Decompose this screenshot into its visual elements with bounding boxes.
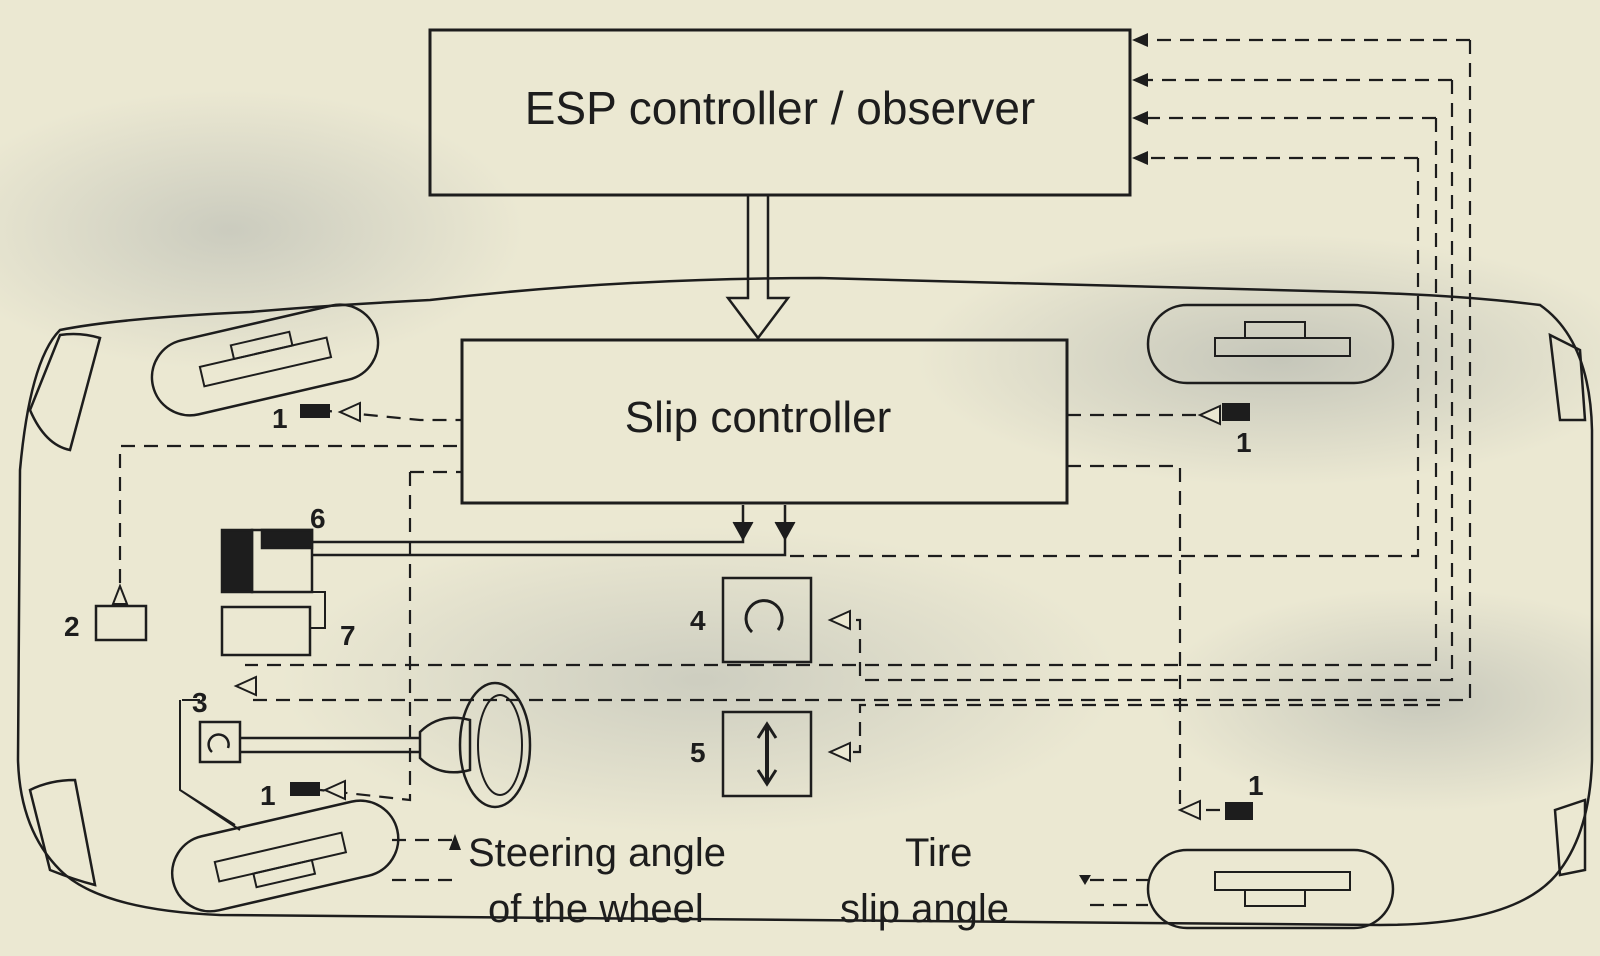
label-2: 2 bbox=[64, 611, 80, 642]
lateral-signal bbox=[830, 703, 1440, 754]
label-1-rear-right: 1 bbox=[1248, 770, 1264, 801]
wheel-front-right bbox=[1146, 303, 1395, 385]
steering-wheel bbox=[458, 681, 532, 809]
sensor-rear-left bbox=[290, 782, 320, 796]
control-line-hydraulic bbox=[312, 505, 745, 544]
car-front-bumper-right bbox=[28, 778, 97, 887]
label-1-rear-left: 1 bbox=[260, 780, 276, 811]
pressure-sensor-line bbox=[118, 444, 462, 606]
steering-angle-label-1: Steering angle bbox=[468, 831, 726, 875]
car-front-bumper-left bbox=[28, 332, 102, 452]
feedback-line-2 bbox=[830, 80, 1454, 682]
label-4: 4 bbox=[690, 605, 706, 636]
steering-sensor-box bbox=[198, 720, 242, 764]
vertical-bus-left bbox=[319, 470, 462, 802]
feedback-line-3 bbox=[245, 118, 1438, 667]
control-line-ecu bbox=[312, 505, 787, 557]
steering-hub bbox=[418, 716, 472, 774]
rear-right-sensor-line bbox=[1067, 464, 1225, 812]
sensor-rear-right bbox=[1225, 802, 1253, 820]
steering-sensor-icon bbox=[207, 733, 230, 753]
esp-to-slip-arrow bbox=[725, 195, 791, 341]
label-3: 3 bbox=[192, 687, 208, 718]
steering-angle-line bbox=[392, 838, 455, 882]
wheel-front-left bbox=[150, 303, 380, 417]
engine-ecu-box bbox=[220, 605, 312, 657]
esp-controller-title: ESP controller / observer bbox=[525, 82, 1036, 134]
sensor-front-right bbox=[1222, 403, 1250, 421]
feedback-line-1 bbox=[250, 40, 1472, 702]
yaw-sensor-box bbox=[721, 576, 813, 664]
tire-slip-label-1: Tire bbox=[905, 831, 972, 875]
sensor-front-left bbox=[300, 404, 330, 418]
slip-controller-title: Slip controller bbox=[625, 393, 892, 442]
esp-controller-box bbox=[428, 28, 1132, 197]
wheel-rear-left bbox=[170, 799, 400, 913]
ecu-link bbox=[310, 591, 326, 629]
car-body-outline bbox=[16, 276, 1594, 927]
label-6: 6 bbox=[310, 503, 326, 534]
feedback-line-4 bbox=[790, 158, 1420, 558]
steering-angle-label-2: of the wheel bbox=[488, 887, 704, 931]
tire-slip-label-2: slip angle bbox=[840, 887, 1009, 931]
steering-linkage bbox=[179, 700, 241, 831]
steering-column bbox=[240, 736, 420, 754]
label-5: 5 bbox=[690, 737, 706, 768]
label-1-front-left: 1 bbox=[272, 403, 288, 434]
lateral-accel-sensor-box bbox=[721, 710, 813, 798]
slip-controller-box bbox=[460, 338, 1069, 505]
hydraulic-unit bbox=[220, 528, 314, 594]
yaw-rotation-icon bbox=[744, 599, 784, 634]
pressure-sensor-box bbox=[94, 604, 148, 642]
tire-slip-line bbox=[1090, 878, 1148, 907]
car-rear-light-bottom bbox=[1553, 798, 1587, 877]
wheel-rear-right bbox=[1146, 848, 1395, 930]
label-7: 7 bbox=[340, 620, 356, 651]
label-1-front-right: 1 bbox=[1236, 427, 1252, 458]
car-rear-light-top bbox=[1548, 332, 1587, 422]
